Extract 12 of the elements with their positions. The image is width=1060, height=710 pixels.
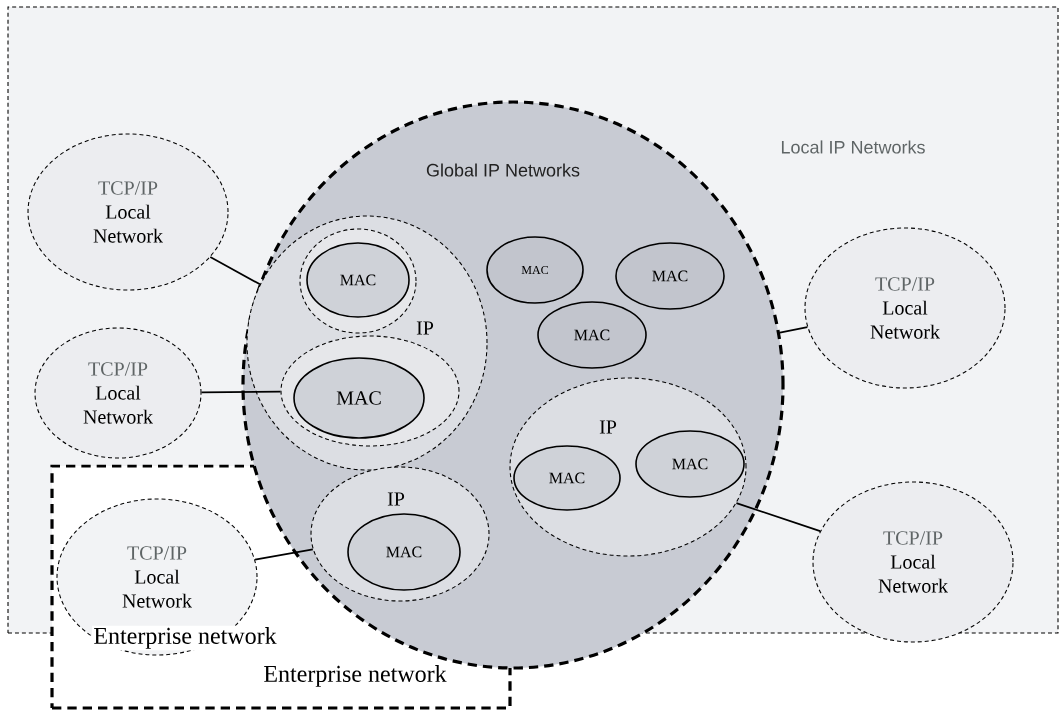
connector-line xyxy=(779,326,809,334)
connector-line xyxy=(735,502,822,532)
connector-line xyxy=(209,256,261,286)
region-label: Local IP Networks xyxy=(781,140,925,154)
region-label: Enterprise network xyxy=(264,665,447,687)
region-label: Global IP Networks xyxy=(426,163,580,177)
region-label: IP xyxy=(599,420,617,434)
region-label: IP xyxy=(416,321,434,335)
region-label: Enterprise network xyxy=(92,625,278,651)
connector-line xyxy=(254,548,314,561)
region-label: IP xyxy=(387,492,405,506)
connector-line xyxy=(200,390,282,394)
